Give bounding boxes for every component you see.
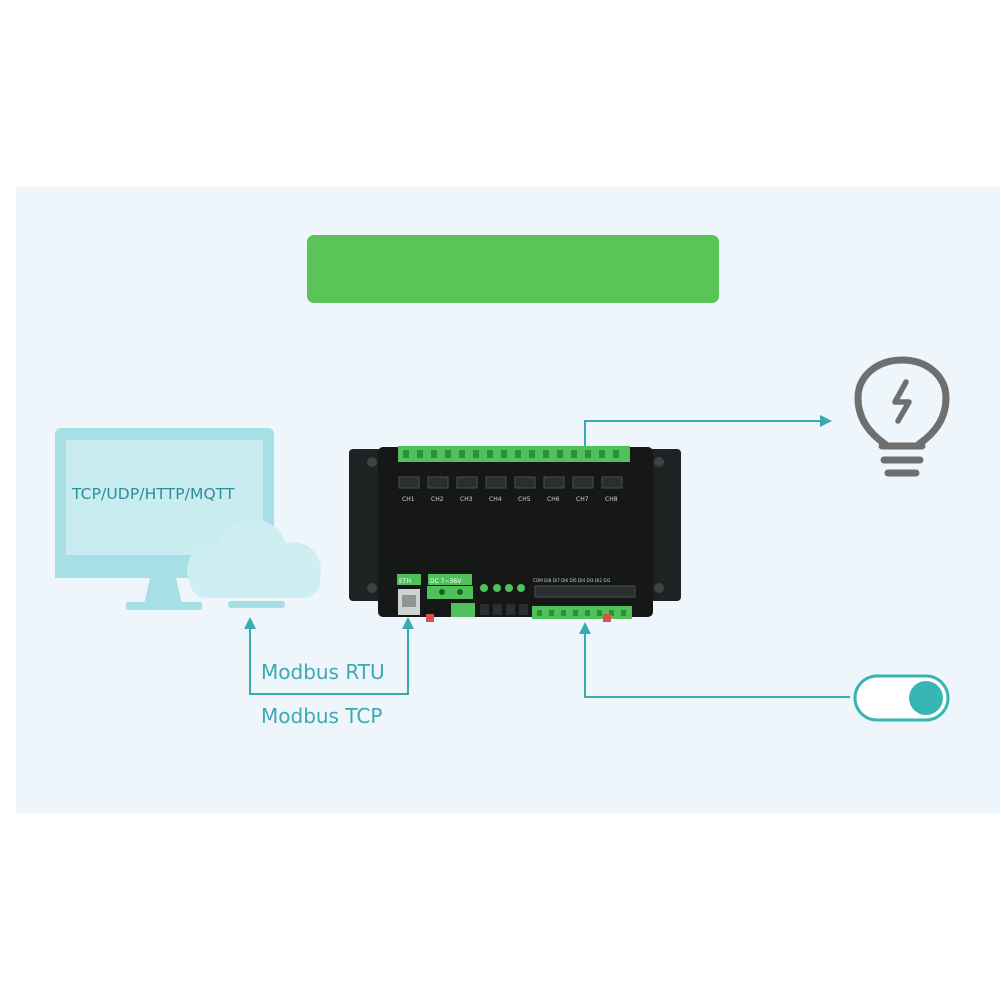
protocol-label: TCP/UDP/HTTP/MQTT: [72, 485, 235, 503]
monitor-icon: [55, 428, 274, 610]
eth-label: ETH: [399, 578, 411, 585]
channel-label: CH3: [460, 496, 473, 503]
modbus-rtu-label: Modbus RTU: [261, 660, 385, 684]
modbus-link-line: [249, 628, 409, 695]
channel-label: CH5: [518, 496, 531, 503]
channel-label: CH7: [576, 496, 589, 503]
arrow-up-icon: [579, 622, 591, 634]
input-link-line: [584, 633, 850, 698]
arrow-right-icon: [820, 415, 832, 427]
cloud-icon: [187, 519, 321, 598]
power-label: DC 7~36V: [430, 578, 462, 585]
channel-label: CH4: [489, 496, 502, 503]
channel-label: CH6: [547, 496, 560, 503]
title-banner: [307, 235, 719, 303]
input-labels: COM DI8 DI7 DI6 DI5 DI4 DI3 DI2 DI1: [533, 578, 611, 583]
output-link-line: [584, 420, 822, 447]
arrow-up-icon: [244, 617, 256, 629]
arrow-up-icon: [402, 617, 414, 629]
cloud-underline: [228, 601, 285, 608]
channel-label: CH1: [402, 496, 415, 503]
channel-label: CH2: [431, 496, 444, 503]
relay-device: CH1 CH2 CH3 CH4 CH5 CH6 CH7 CH8 ETH DC 7…: [349, 446, 681, 622]
channel-label: CH8: [605, 496, 618, 503]
toggle-switch-icon: [853, 674, 950, 722]
connection-lines: [249, 420, 850, 698]
modbus-tcp-label: Modbus TCP: [261, 704, 383, 728]
lightbulb-icon: [854, 356, 950, 477]
